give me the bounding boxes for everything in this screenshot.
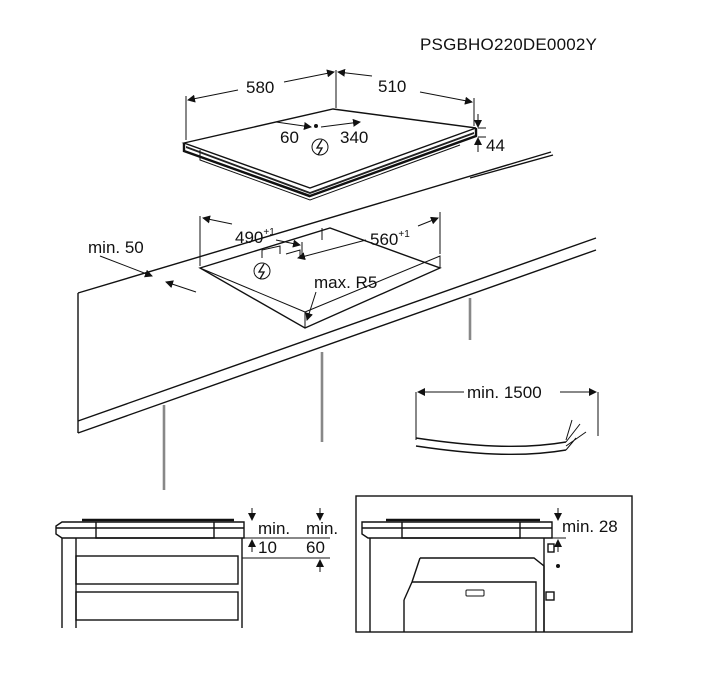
drawer-detail xyxy=(55,508,330,628)
conn-left-arrow xyxy=(275,121,312,130)
oven-gap-label: min. 28 xyxy=(562,517,618,536)
cutout-radius-label: max. R5 xyxy=(314,273,377,292)
hob-depth-label: 510 xyxy=(378,77,406,96)
electric-connection-icon xyxy=(311,138,329,156)
front-gap-label: min. 50 xyxy=(88,238,144,257)
oven-detail xyxy=(355,495,633,633)
hob-width-dimension xyxy=(185,69,337,140)
cutout-depth-dimension xyxy=(297,212,441,261)
cable-drawing xyxy=(415,388,599,456)
drawer-gap-a-bottom: 10 xyxy=(258,538,277,557)
front-gap-dimension xyxy=(99,255,197,293)
hob-height-dimension xyxy=(474,114,486,152)
cutout-electric-icon xyxy=(253,262,271,280)
hob-conn-right-label: 340 xyxy=(340,128,368,147)
cutout-width-label: 490+1 xyxy=(235,227,275,247)
hob-conn-left-label: 60 xyxy=(280,128,299,147)
cable-length-label: min. 1500 xyxy=(467,383,542,402)
radius-leader xyxy=(305,291,317,321)
drawer-gap-b-bottom: 60 xyxy=(306,538,325,557)
hob-height-label: 44 xyxy=(486,136,505,155)
drawer-gap-b-top: min. xyxy=(306,519,338,538)
drawer-gap-a-top: min. xyxy=(258,519,290,538)
hob-drawing xyxy=(181,108,478,201)
cutout-width-dimension xyxy=(199,215,303,266)
cutout-depth-label: 560+1 xyxy=(370,229,410,249)
conn-right-arrow xyxy=(320,118,361,128)
model-code: PSGBHO220DE0002Y xyxy=(420,35,597,54)
hob-width-label: 580 xyxy=(246,78,274,97)
worktop-drawing xyxy=(77,151,597,490)
